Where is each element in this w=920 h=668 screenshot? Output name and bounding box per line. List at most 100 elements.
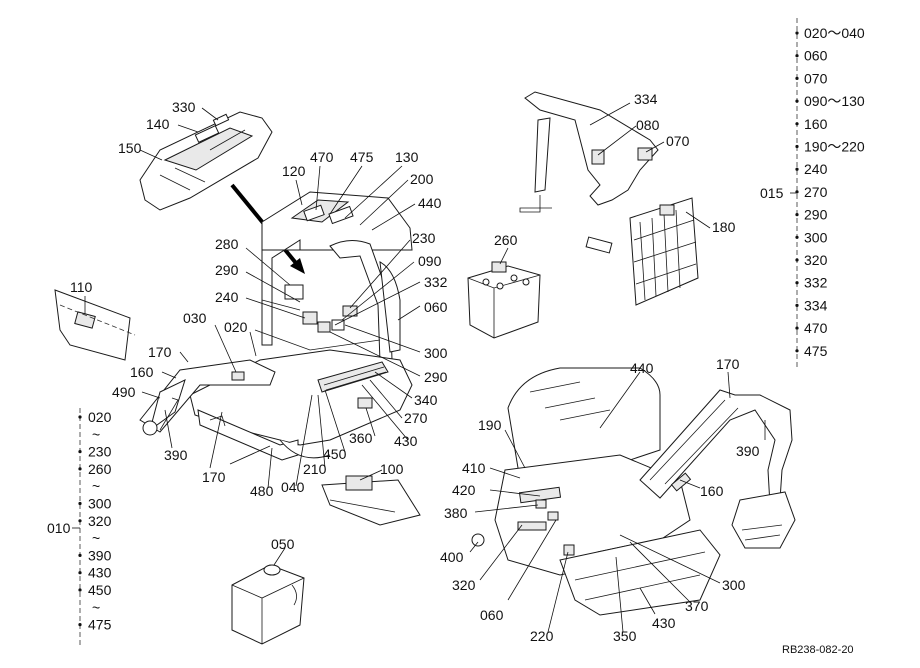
group-right-item: 020～040 — [804, 25, 865, 41]
callout-340: 340 — [414, 392, 438, 408]
group-right-item: 240 — [804, 161, 828, 177]
callout-160-right: 160 — [700, 483, 724, 499]
callout-080: 080 — [636, 117, 660, 133]
group-right-list: 015 020～040060070090～130160190～220240270… — [760, 18, 865, 368]
group-left-item: 475 — [88, 617, 112, 633]
callout-430-right: 430 — [652, 615, 676, 631]
plate-100-part — [321, 475, 421, 526]
group-right-bullet — [795, 99, 799, 103]
callout-475: 475 — [350, 149, 374, 165]
group-left-item: 390 — [88, 547, 112, 563]
callout-370: 370 — [685, 598, 709, 614]
group-left-item: 450 — [88, 582, 112, 598]
callout-350: 350 — [613, 628, 637, 644]
callout-480: 480 — [250, 483, 274, 499]
callout-430-left: 430 — [394, 433, 418, 449]
group-right-bullet — [795, 144, 799, 149]
group-left-item: 430 — [88, 565, 112, 581]
group-right-item: 334 — [804, 297, 828, 313]
group-left-item: 260 — [88, 461, 112, 477]
group-right-bullet — [795, 326, 799, 330]
callout-180: 180 — [712, 219, 736, 235]
group-right-item: 300 — [804, 229, 828, 245]
callout-070: 070 — [666, 133, 690, 149]
callout-060-right: 060 — [480, 607, 504, 623]
group-right-bullet — [795, 54, 799, 58]
group-right-item: 160 — [804, 116, 828, 132]
callout-060-cab: 060 — [424, 299, 448, 315]
group-right-item: 070 — [804, 70, 828, 86]
callout-020: 020 — [224, 319, 248, 335]
group-left-assembly: 010 — [47, 520, 71, 536]
group-right-item: 475 — [804, 343, 828, 359]
callout-320: 320 — [452, 577, 476, 593]
group-right-bullet — [795, 303, 799, 307]
group-left-bullet — [78, 519, 82, 523]
callout-280: 280 — [215, 236, 239, 252]
callout-090: 090 — [418, 253, 442, 269]
callout-290-cab: 290 — [215, 262, 239, 278]
group-left-bullet — [78, 501, 82, 506]
radiator-180-part — [629, 197, 699, 306]
group-right-item: 090～130 — [804, 93, 865, 109]
callout-170-lower: 170 — [202, 469, 226, 485]
callout-490: 490 — [112, 384, 136, 400]
reference-code: RB238-082-20 — [782, 644, 854, 656]
callout-200: 200 — [410, 171, 434, 187]
cab-console-part — [139, 111, 273, 211]
callout-390-right: 390 — [736, 443, 760, 459]
callout-220: 220 — [530, 628, 554, 644]
group-left-bullet — [78, 467, 82, 471]
callout-270: 270 — [404, 410, 428, 426]
callout-360: 360 — [349, 430, 373, 446]
group-left-bullet — [78, 623, 82, 627]
group-left-range-mark: ~ — [92, 599, 100, 615]
callout-190: 190 — [478, 417, 502, 433]
group-left-bullet — [78, 553, 82, 558]
group-right-bullet — [795, 258, 799, 262]
callout-050: 050 — [271, 536, 295, 552]
boom-left — [139, 359, 276, 436]
canopy-assembly — [254, 191, 413, 363]
callout-300-cab: 300 — [424, 345, 448, 361]
group-right-item: 332 — [804, 275, 828, 291]
group-left-bullet — [78, 571, 82, 575]
excavator-body-left — [189, 349, 413, 461]
group-right-item: 060 — [804, 48, 828, 64]
callout-330: 330 — [172, 99, 196, 115]
callout-150: 150 — [118, 140, 142, 156]
group-left-item: 230 — [88, 444, 112, 460]
callout-400: 400 — [440, 549, 464, 565]
callout-170-left: 170 — [148, 344, 172, 360]
callout-410: 410 — [462, 460, 486, 476]
callout-332: 332 — [424, 274, 448, 290]
callout-420: 420 — [452, 482, 476, 498]
group-right-assembly: 015 — [760, 185, 784, 201]
callout-160-left: 160 — [130, 364, 154, 380]
callout-labels: 330 140 150 120 470 475 130 200 440 280 … — [70, 91, 760, 644]
callout-334: 334 — [634, 91, 658, 107]
callout-380: 380 — [444, 505, 468, 521]
callout-230: 230 — [412, 230, 436, 246]
leader-lines — [84, 102, 766, 633]
group-right-bullet — [795, 213, 799, 217]
blade-110-part — [54, 289, 136, 361]
group-right-item: 320 — [804, 252, 828, 268]
group-left-bullet — [78, 450, 82, 454]
group-right-item: 270 — [804, 184, 828, 200]
group-right-bullet — [795, 235, 799, 239]
group-left-range-mark: ~ — [92, 478, 100, 494]
callout-450: 450 — [323, 446, 347, 462]
group-left-bullet — [78, 415, 82, 419]
callout-300-right: 300 — [722, 577, 746, 593]
callout-470: 470 — [310, 149, 334, 165]
callout-100: 100 — [380, 461, 404, 477]
group-right-bullet — [795, 281, 799, 285]
callout-170-right: 170 — [716, 356, 740, 372]
group-left-item: 300 — [88, 496, 112, 512]
excavator-full-right — [471, 367, 796, 616]
group-left-item: 320 — [88, 513, 112, 529]
group-right-bullet — [795, 76, 799, 80]
